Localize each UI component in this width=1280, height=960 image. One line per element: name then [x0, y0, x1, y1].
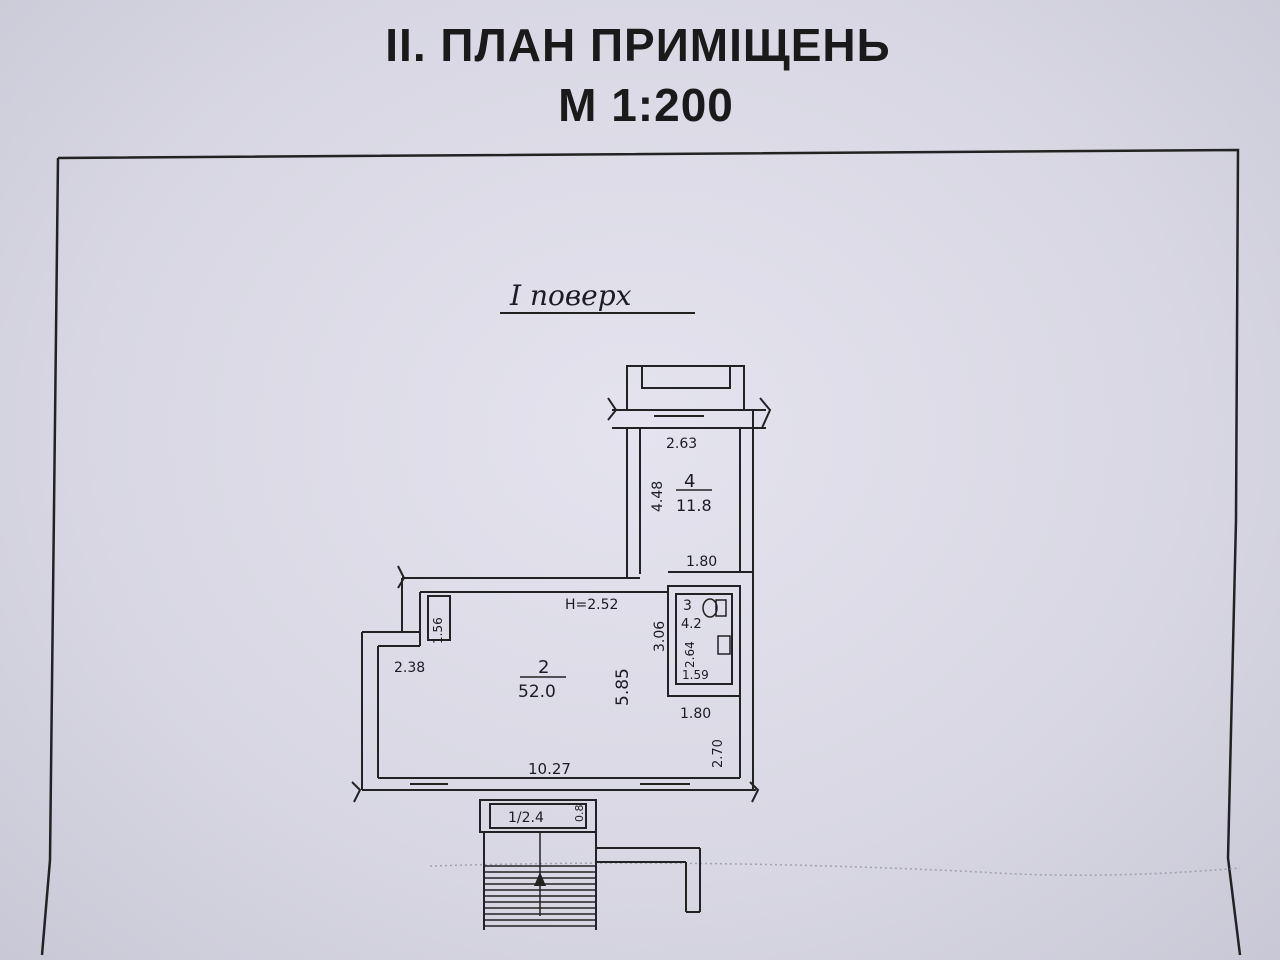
room2-number: 2: [538, 657, 549, 678]
document-title: II. ПЛАН ПРИМІЩЕНЬ: [385, 19, 891, 71]
room-2-walls: [351, 565, 760, 803]
scale-label: М 1:200: [558, 79, 734, 131]
toilet-icon: [702, 598, 731, 655]
room4-width: 2.63: [666, 436, 697, 452]
frame-border: [40, 148, 1242, 956]
room3-area: 4.2: [681, 617, 702, 632]
top-wall: [607, 397, 772, 429]
room3-number: 3: [683, 598, 692, 614]
room2-right-top: 1.80: [680, 706, 711, 722]
room4-number: 4: [684, 471, 695, 492]
floor-label: I поверх: [509, 279, 632, 312]
room2-right-side: 2.70: [711, 739, 726, 768]
room2-ceiling: H=2.52: [565, 597, 618, 613]
room1-depth: 0.8: [573, 805, 586, 823]
room2-niche: 1.56: [431, 617, 445, 644]
balcony: [626, 365, 745, 417]
room4-bottom: 1.80: [686, 554, 717, 570]
room2-width: 10.27: [528, 760, 571, 778]
room-4-walls: [626, 410, 754, 574]
room3-width: 1.59: [682, 668, 709, 682]
room2-area: 52.0: [518, 682, 556, 702]
arrow-up-icon: [534, 872, 546, 886]
room1-label: 1/2.4: [508, 810, 544, 826]
fold-line: [429, 862, 1241, 876]
room4-length: 4.48: [650, 481, 666, 512]
room3-height: 2.64: [683, 641, 697, 668]
room2-mid-dim: 3.06: [652, 621, 668, 652]
room2-length: 5.85: [613, 668, 633, 706]
room2-left-dim: 2.38: [394, 660, 425, 676]
room4-area: 11.8: [676, 496, 712, 515]
